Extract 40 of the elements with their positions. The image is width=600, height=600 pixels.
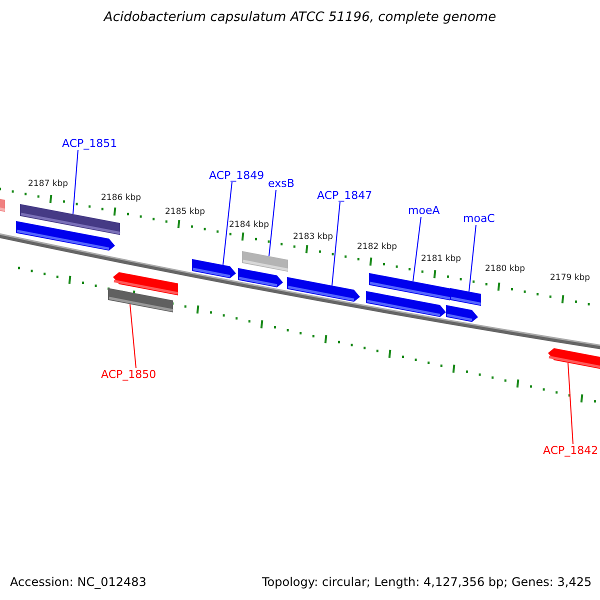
gene-marker — [446, 305, 478, 322]
gene-label: ACP_1842 — [543, 444, 598, 457]
scale-label: 2181 kbp — [421, 253, 462, 266]
gene-label: ACP_1847 — [317, 189, 372, 202]
leader-line — [468, 224, 476, 292]
gene-marker — [192, 259, 236, 278]
footer-text: Accession: NC_012483 — [10, 576, 146, 589]
gene-label: moeA — [408, 204, 440, 217]
gene-label: moaC — [463, 212, 495, 225]
leader-line — [222, 182, 232, 266]
scale-label: 2182 kbp — [357, 241, 398, 254]
gene-bar — [0, 197, 6, 212]
gene-marker — [113, 272, 178, 296]
gene-label: ACP_1851 — [62, 137, 118, 150]
leader-line — [332, 202, 340, 286]
leader-line — [412, 216, 422, 282]
gene-bar — [369, 273, 450, 300]
scale-label: 2186 kbp — [101, 192, 142, 205]
gene-label: ACP_1850 — [101, 368, 156, 381]
gene-bar — [20, 204, 120, 235]
title: Acidobacterium capsulatum ATCC 51196, complete genome — [102, 11, 498, 24]
gene-marker — [238, 268, 283, 288]
gene-bar — [242, 251, 288, 272]
scale-label: 2180 kbp — [485, 263, 526, 276]
scale-label: 2183 kbp — [293, 231, 334, 244]
scale-label: 2184 kbp — [229, 219, 270, 232]
footer-text: Topology: circular; Length: 4,127,356 bp; Genes: 3,425 — [262, 576, 592, 589]
scale-label: 2179 kbp — [550, 272, 590, 285]
leader-line — [72, 150, 78, 215]
gene-label: exsB — [268, 177, 294, 190]
gene-bar — [108, 288, 174, 312]
gene-label: ACP_1849 — [209, 169, 264, 182]
gene-marker — [287, 277, 360, 302]
scale-label: 2187 kbp — [28, 178, 68, 191]
leader-line — [568, 362, 574, 444]
gene-marker — [548, 348, 600, 371]
leader-line — [130, 304, 136, 368]
gene-bar — [450, 288, 482, 306]
scale-label: 2185 kbp — [165, 206, 206, 219]
leader-line — [268, 190, 276, 257]
